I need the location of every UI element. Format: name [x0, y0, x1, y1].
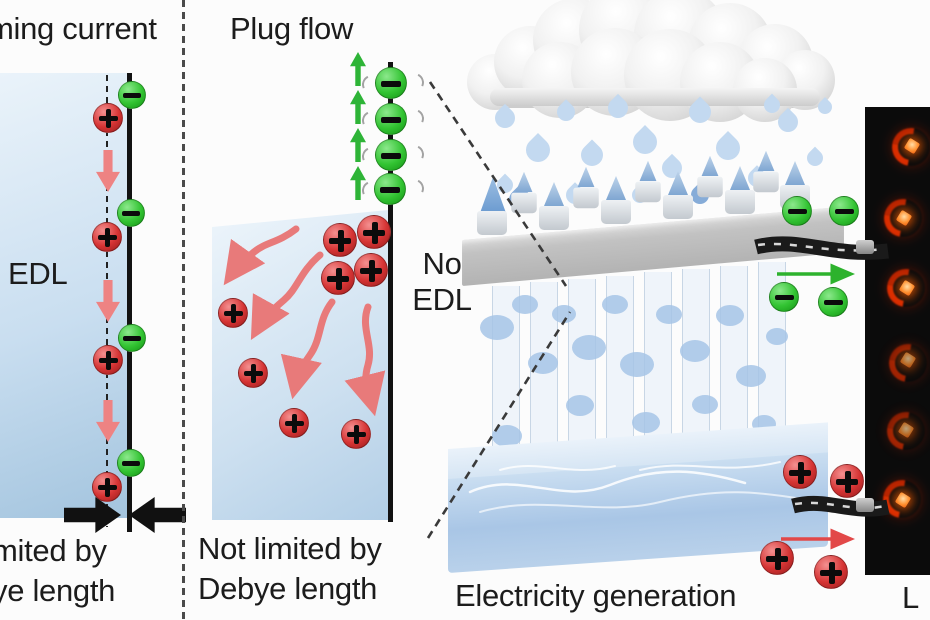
droplet-plug-icon: [692, 395, 718, 414]
negative-charge-icon: [818, 287, 848, 317]
droplet-plug-icon: [512, 295, 538, 314]
droplet-plug-icon: [602, 295, 628, 314]
negative-charge-icon: [375, 103, 407, 135]
nozzle-icon: [725, 190, 755, 214]
middle-panel-caption-line2: Debye length: [198, 571, 378, 606]
nozzle-icon: [539, 206, 569, 230]
nozzle-droplet-cone-icon: [757, 150, 775, 172]
positive-charge-icon: [92, 222, 122, 252]
negative-charge-icon: [829, 196, 859, 226]
nozzle-icon: [511, 192, 537, 214]
droplet-plug-icon: [480, 315, 514, 340]
droplet-plug-icon: [766, 328, 788, 345]
positive-charge-icon: [92, 472, 122, 502]
droplet-plug-icon: [632, 412, 660, 433]
negative-charge-icon: [769, 282, 799, 312]
nozzle-icon: [663, 195, 693, 219]
negative-charge-icon: [117, 199, 145, 227]
nozzle-icon: [753, 171, 779, 193]
nozzle-icon: [635, 181, 661, 203]
raindrop-icon: [628, 125, 662, 159]
positive-charge-icon: [354, 253, 388, 287]
edl-label: EDL: [8, 256, 68, 291]
droplet-plug-icon: [736, 365, 766, 387]
nozzle-icon: [601, 200, 631, 224]
positive-charge-icon: [760, 541, 794, 575]
left-panel-caption-line2: ye length: [0, 573, 116, 608]
raindrop-icon: [657, 153, 687, 183]
droplet-plug-icon: [656, 305, 682, 324]
positive-charge-icon: [238, 358, 268, 388]
channel-wall-left-panel: [127, 73, 132, 532]
led-panel-label: L: [902, 580, 919, 615]
no-edl-line2: EDL: [412, 282, 472, 317]
droplet-plug-icon: [680, 340, 710, 362]
nozzle-droplet-cone-icon: [639, 160, 657, 182]
raindrop-icon: [803, 146, 827, 170]
no-edl-line1: No: [422, 246, 462, 281]
droplet-plug-icon: [716, 305, 744, 326]
cloud-base-icon: [490, 88, 820, 106]
negative-charge-icon: [117, 449, 145, 477]
middle-panel-caption-line1: Not limited by: [198, 531, 382, 566]
panel-divider-dashed-line: [182, 0, 185, 620]
channel-tube: [682, 269, 710, 459]
wire-connector-icon: [856, 498, 874, 512]
negative-charge-icon: [782, 196, 812, 226]
nozzle-droplet-cone-icon: [701, 155, 719, 177]
wire-connector-icon: [856, 240, 874, 254]
nozzle-droplet-cone-icon: [606, 176, 626, 200]
led-display-panel: [865, 107, 930, 575]
positive-charge-icon: [218, 298, 248, 328]
nozzle-droplet-cone-icon: [515, 171, 533, 193]
negative-charge-icon: [118, 324, 146, 352]
raindrop-icon: [711, 131, 745, 165]
channel-tube: [720, 266, 748, 456]
negative-charge-icon: [118, 81, 146, 109]
nozzle-icon: [573, 187, 599, 209]
droplet-plug-icon: [620, 352, 654, 377]
positive-charge-icon: [814, 555, 848, 589]
nozzle-droplet-cone-icon: [544, 182, 564, 206]
nozzle-droplet-cone-icon: [577, 166, 595, 188]
positive-charge-icon: [321, 261, 355, 295]
left-panel-caption-line1: mited by: [0, 533, 107, 568]
negative-charge-icon: [375, 139, 407, 171]
positive-charge-icon: [357, 215, 391, 249]
right-panel-caption: Electricity generation: [455, 578, 737, 613]
positive-charge-icon: [341, 419, 371, 449]
positive-charge-icon: [323, 223, 357, 257]
positive-charge-icon: [830, 464, 864, 498]
negative-charge-icon: [375, 67, 407, 99]
droplet-plug-icon: [552, 305, 576, 323]
nozzle-icon: [477, 211, 507, 235]
positive-charge-icon: [783, 455, 817, 489]
nozzle-icon: [697, 176, 723, 198]
channel-wall-middle-panel: [388, 62, 393, 522]
droplet-plug-icon: [572, 335, 606, 360]
positive-charge-icon: [93, 103, 123, 133]
middle-panel-title: Plug flow: [230, 11, 354, 46]
raindrop-icon: [521, 133, 555, 167]
droplet-plug-icon: [566, 395, 594, 416]
positive-charge-icon: [93, 345, 123, 375]
left-panel-title: ming current: [0, 11, 157, 46]
debye-gap-arrow-left-icon: [129, 497, 186, 533]
droplet-plug-icon: [528, 352, 558, 374]
negative-charge-icon: [374, 173, 406, 205]
nozzle-droplet-cone-icon: [785, 161, 805, 185]
raindrop-icon: [576, 139, 608, 171]
positive-charge-icon: [279, 408, 309, 438]
